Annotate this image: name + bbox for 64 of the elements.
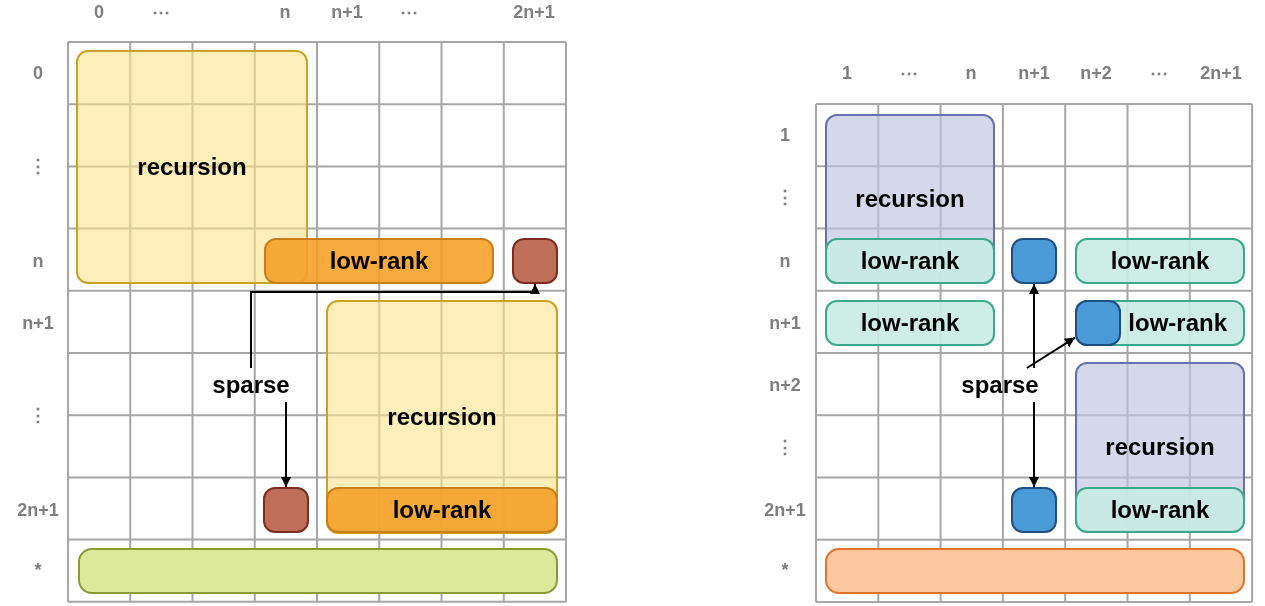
recursion-block xyxy=(76,50,308,284)
row-header: ⋮ xyxy=(776,436,794,458)
block-label: recursion xyxy=(855,185,965,213)
sparse-label: sparse xyxy=(212,371,290,399)
recursion-block xyxy=(326,300,558,534)
arrow xyxy=(1025,336,1076,369)
arrow xyxy=(1029,283,1039,369)
low-rank-block xyxy=(1075,300,1245,346)
sparse-block xyxy=(1011,487,1057,533)
block-label: low-rank xyxy=(860,309,960,337)
column-header: n xyxy=(965,62,977,84)
dense-row-bar xyxy=(825,548,1245,594)
column-header: 2n+1 xyxy=(513,1,555,23)
arrow xyxy=(1029,401,1039,488)
row-header: * xyxy=(781,559,789,581)
sparse-block xyxy=(512,238,558,284)
row-header: 0 xyxy=(33,62,43,84)
sparse-label: sparse xyxy=(961,371,1039,399)
arrow xyxy=(281,401,291,488)
column-header: 1 xyxy=(842,62,852,84)
block-label: low-rank xyxy=(1128,309,1227,337)
row-header: 2n+1 xyxy=(17,499,59,521)
row-header: ⋮ xyxy=(776,186,794,208)
block-label: low-rank xyxy=(329,247,429,275)
block-label: low-rank xyxy=(392,496,492,524)
sparse-block xyxy=(1011,238,1057,284)
row-header: 2n+1 xyxy=(764,499,806,521)
column-header: ⋯ xyxy=(152,1,170,23)
block-label: recursion xyxy=(137,153,247,181)
block-label: low-rank xyxy=(1110,247,1210,275)
row-header: * xyxy=(34,559,42,581)
sparse-block xyxy=(263,487,309,533)
low-rank-block xyxy=(1075,238,1245,284)
recursion-block xyxy=(825,114,995,284)
dense-row-bar xyxy=(78,548,558,594)
block-label: low-rank xyxy=(1110,496,1210,524)
column-header: n+1 xyxy=(331,1,363,23)
column-header: 0 xyxy=(94,1,104,23)
row-header: n+1 xyxy=(22,312,54,334)
column-header: n+2 xyxy=(1080,62,1112,84)
low-rank-block xyxy=(326,487,558,533)
sparse-block xyxy=(1075,300,1121,346)
column-header: n xyxy=(279,1,291,23)
recursion-block xyxy=(1075,362,1245,532)
low-rank-block xyxy=(264,238,494,284)
block-label: recursion xyxy=(387,403,497,431)
block-label: low-rank xyxy=(860,247,960,275)
low-rank-block xyxy=(825,300,995,346)
row-header: n+2 xyxy=(769,374,801,396)
block-label: recursion xyxy=(1105,433,1215,461)
column-header: 2n+1 xyxy=(1200,62,1242,84)
row-header: ⋮ xyxy=(29,404,47,426)
low-rank-block xyxy=(1075,487,1245,533)
row-header: n xyxy=(779,250,791,272)
arrow xyxy=(250,283,540,369)
column-header: ⋯ xyxy=(1150,62,1168,84)
row-header: n xyxy=(32,250,44,272)
column-header: ⋯ xyxy=(400,1,418,23)
row-header: 1 xyxy=(780,124,790,146)
column-header: ⋯ xyxy=(900,62,918,84)
row-header: ⋮ xyxy=(29,155,47,177)
low-rank-block xyxy=(825,238,995,284)
column-header: n+1 xyxy=(1018,62,1050,84)
row-header: n+1 xyxy=(769,312,801,334)
